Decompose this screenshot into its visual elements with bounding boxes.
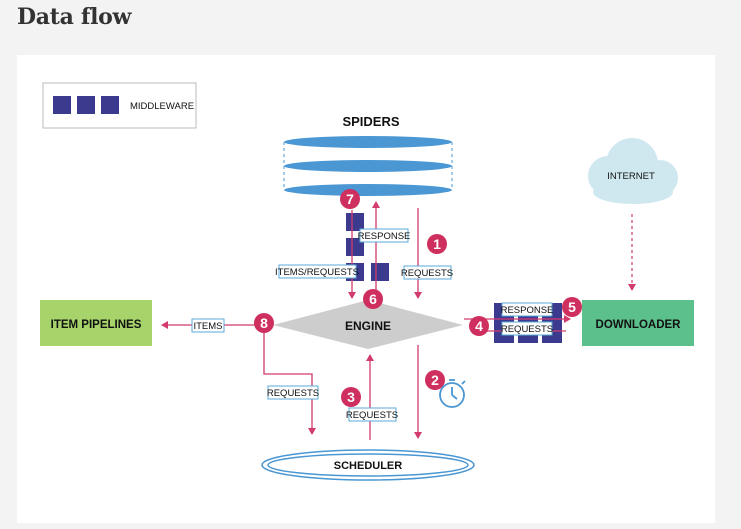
- downloader-node: DOWNLOADER: [582, 300, 694, 346]
- step-1-badge: [427, 234, 447, 254]
- items-requests-label: ITEMS/REQUESTS: [275, 267, 359, 278]
- engine-node: ENGINE: [273, 300, 463, 349]
- items-label: ITEMS: [193, 321, 222, 332]
- step-2-number: 2: [431, 372, 439, 388]
- scheduler-node: SCHEDULER: [261, 449, 475, 481]
- page-title: Data flow: [17, 4, 132, 30]
- middleware-legend-swatch: [101, 96, 119, 114]
- spiders-node: SPIDERS: [283, 114, 453, 196]
- response-top-label: RESPONSE: [358, 231, 411, 242]
- spider-middleware: [346, 213, 389, 281]
- middleware-legend-swatch: [53, 96, 71, 114]
- item-pipelines-label: ITEM PIPELINES: [51, 319, 142, 331]
- step-5-number: 5: [568, 299, 576, 315]
- internet-label: INTERNET: [607, 171, 655, 182]
- response-dl-label: RESPONSE: [501, 305, 554, 316]
- step-7-badge: [340, 189, 360, 209]
- diagram-card: [17, 55, 715, 523]
- spiders-label: SPIDERS: [342, 114, 399, 129]
- step-3-number: 3: [347, 389, 355, 405]
- requests-sched-label: REQUESTS: [346, 410, 398, 421]
- step-3-badge: [341, 387, 361, 407]
- requests-dl-label: REQUESTS: [501, 324, 553, 335]
- step-6-number: 6: [369, 291, 377, 307]
- middleware-legend-swatch: [77, 96, 95, 114]
- step-8-number: 8: [260, 315, 268, 331]
- requests-left-label: REQUESTS: [267, 388, 319, 399]
- engine-label: ENGINE: [345, 319, 391, 333]
- step-7-number: 7: [346, 191, 354, 207]
- requests-right-label: REQUESTS: [401, 268, 453, 279]
- legend: MIDDLEWARE: [42, 82, 197, 129]
- downloader-label: DOWNLOADER: [596, 319, 682, 331]
- step-8-badge: [254, 313, 274, 333]
- scheduler-label: SCHEDULER: [334, 460, 403, 472]
- step-5-badge: [562, 297, 582, 317]
- internet-cloud: INTERNET: [588, 138, 678, 204]
- step-badges: 1 2 3 4 5 6 7 8: [254, 189, 582, 407]
- legend-label: MIDDLEWARE: [130, 101, 194, 112]
- step-4-number: 4: [475, 318, 483, 334]
- edge-labels: RESPONSE ITEMS/REQUESTS REQUESTS ITEMS R…: [191, 228, 554, 422]
- stopwatch-icon: [439, 379, 466, 408]
- step-4-badge: [469, 316, 489, 336]
- step-2-badge: [425, 370, 445, 390]
- step8-requests-arrow: [263, 333, 316, 435]
- item-pipelines-node: ITEM PIPELINES: [40, 300, 152, 346]
- step-1-number: 1: [433, 236, 441, 252]
- step-6-badge: [363, 289, 383, 309]
